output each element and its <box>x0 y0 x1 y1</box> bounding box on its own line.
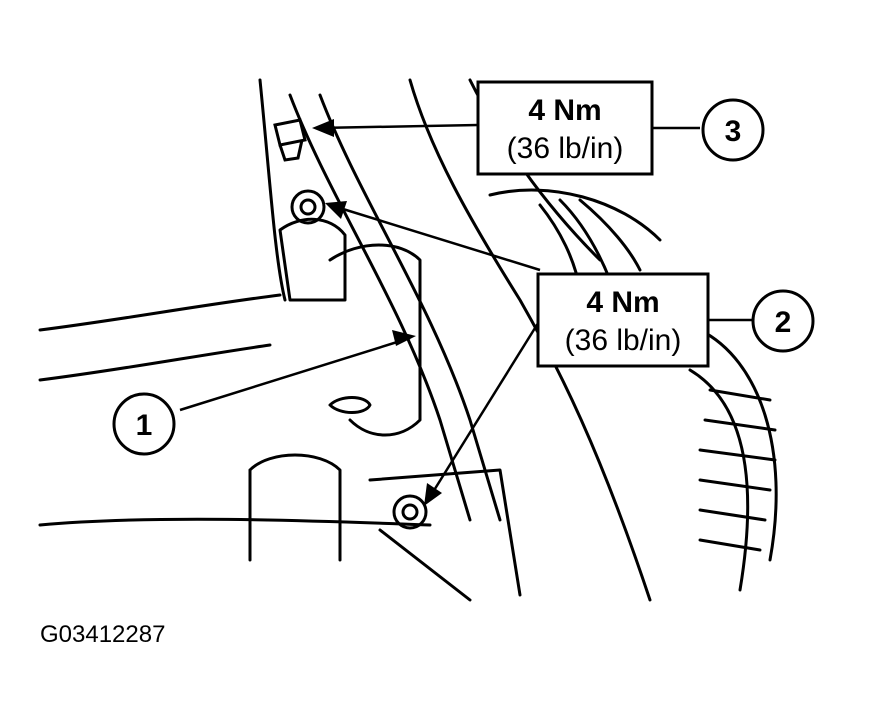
bracket-edge-right <box>318 93 502 522</box>
arrowhead-mid-upper <box>325 201 347 219</box>
spec-mid-imperial: (36 lb/in) <box>565 324 682 357</box>
figure-id: G03412287 <box>40 621 165 648</box>
callout-3: 3 <box>701 98 765 162</box>
member-bottom <box>38 517 432 527</box>
callout-3-number: 3 <box>725 115 742 148</box>
spec-box-mid <box>536 272 710 368</box>
leader-spec-mid-lower <box>426 319 542 501</box>
callout-1-number: 1 <box>136 409 153 442</box>
arrowhead-top <box>312 119 334 137</box>
cylinder-body <box>328 243 422 437</box>
torque-spec-top: 4 Nm (36 lb/in) <box>476 80 654 176</box>
callout-2: 2 <box>751 289 815 353</box>
callout-1: 1 <box>112 392 176 456</box>
torque-spec-mid: 4 Nm (36 lb/in) <box>536 272 710 368</box>
member-left-lower <box>38 343 272 382</box>
lower-bracket <box>368 468 522 602</box>
bracket-edge-left <box>288 93 472 522</box>
bolt-upper-icon <box>290 189 326 225</box>
leader-callout-1 <box>179 336 411 412</box>
callout-2-number: 2 <box>775 306 792 339</box>
leader-spec-mid-upper <box>329 203 541 272</box>
spec-mid-value: 4 Nm <box>586 286 659 319</box>
leader-lines <box>179 123 752 501</box>
upper-bracket-plate <box>278 217 347 302</box>
hose-top <box>488 188 662 242</box>
arrowhead-mid-lower <box>424 483 442 506</box>
housing-edge-2 <box>408 78 652 602</box>
hose-ribs <box>698 388 777 552</box>
hose-right <box>698 328 778 562</box>
fasteners <box>273 118 428 530</box>
spec-top-value: 4 Nm <box>528 94 601 127</box>
component-linework <box>38 78 778 602</box>
lower-mount <box>248 453 342 562</box>
leader-spec-top <box>317 123 479 130</box>
spec-top-imperial: (36 lb/in) <box>507 132 624 165</box>
arrowheads <box>312 119 442 506</box>
housing-edge-1 <box>258 78 287 302</box>
member-left-upper <box>38 293 282 332</box>
spec-box-top <box>476 80 654 176</box>
slot-detail <box>328 396 372 414</box>
bolt-lower-icon <box>392 494 428 530</box>
arrowhead-callout-1 <box>392 330 416 346</box>
bolt-top-icon <box>273 118 307 162</box>
